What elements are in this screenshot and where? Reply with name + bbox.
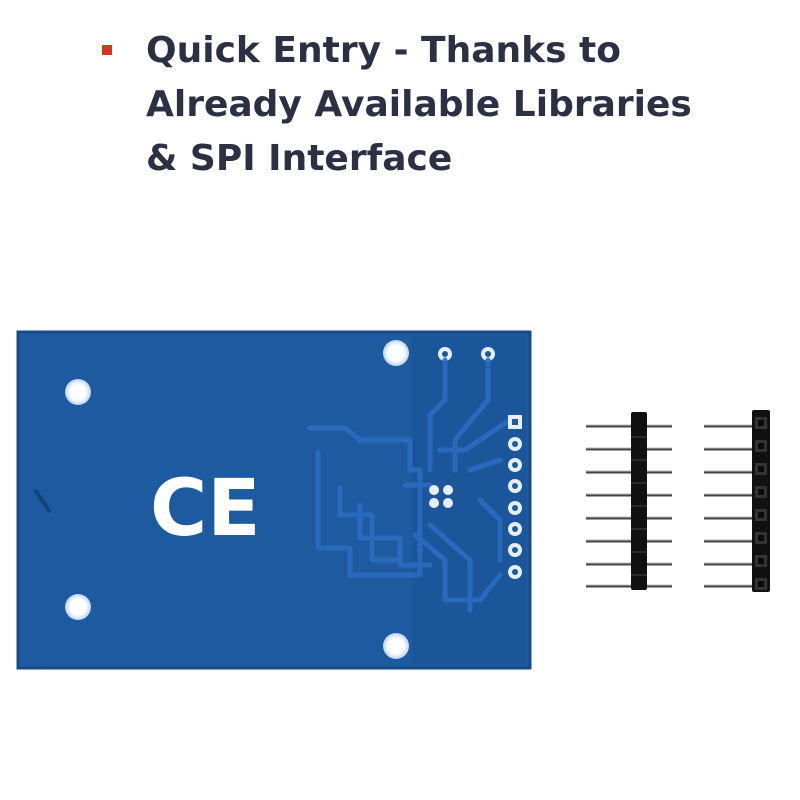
mounting-hole: [65, 379, 91, 405]
straight-header-pins: [586, 412, 672, 590]
headline-line-3: & SPI Interface: [146, 138, 453, 179]
headline-text: Quick Entry - Thanks to Already Availabl…: [146, 24, 742, 186]
right-angle-header-pins: [704, 410, 770, 592]
smd-pads: [429, 485, 453, 508]
rfid-board: CE: [16, 330, 532, 670]
mounting-hole: [383, 340, 409, 366]
pcb-traces: [307, 357, 513, 613]
mounting-hole: [383, 633, 409, 659]
header-pin-holes: [508, 415, 522, 579]
bullet-square-icon: [102, 45, 112, 55]
mounting-hole: [65, 594, 91, 620]
headline-line-2: Already Available Libraries: [146, 84, 692, 125]
feature-headline: Quick Entry - Thanks to Already Availabl…: [102, 24, 742, 186]
ce-marking: CE: [150, 464, 261, 554]
headline-line-1: Quick Entry - Thanks to: [146, 30, 621, 71]
